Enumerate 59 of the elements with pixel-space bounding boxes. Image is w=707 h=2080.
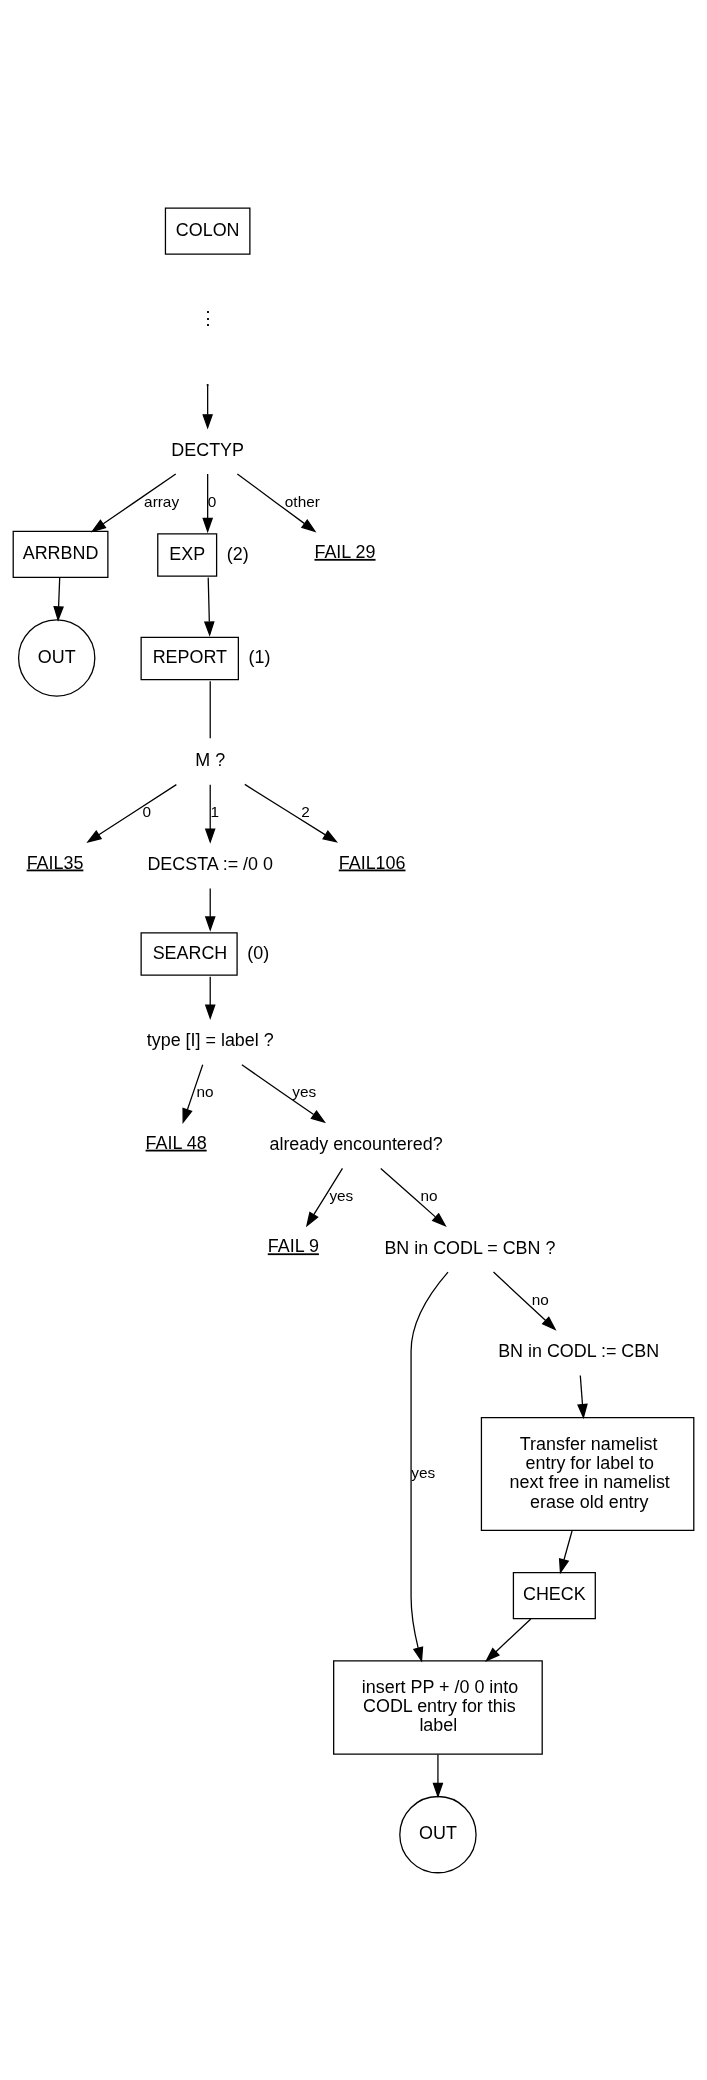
edge-label: 0 <box>207 492 217 510</box>
arrow <box>558 1529 573 1574</box>
arrow <box>203 576 215 637</box>
edge-label: 1 <box>210 802 219 820</box>
node-text: already encountered? <box>269 1133 443 1154</box>
node-text: FAIL 9 <box>267 1235 319 1256</box>
arrow <box>182 1063 204 1124</box>
node-text: FAIL106 <box>338 852 406 873</box>
arrow <box>241 1063 327 1123</box>
node-text: M ? <box>195 749 226 770</box>
node-text: DECTYP <box>171 439 244 460</box>
arrow <box>236 472 317 532</box>
node-box: ARRBND <box>12 530 109 578</box>
arrow <box>53 576 64 622</box>
arrow <box>577 1374 588 1419</box>
node-text: type [I] = label ? <box>146 1029 274 1050</box>
node-text: FAIL 48 <box>145 1132 207 1153</box>
edge-label: no <box>531 1290 549 1308</box>
node-circle: OUT <box>17 618 96 697</box>
node-box: COLON <box>164 207 251 255</box>
arrow <box>492 1270 557 1331</box>
node-text: FAIL35 <box>26 852 84 873</box>
node-box: CHECK <box>512 1571 596 1619</box>
node-text: DECSTA := /0 0 <box>147 853 273 874</box>
edge-label: array <box>144 492 180 510</box>
edge-label: other <box>284 492 320 510</box>
arrow <box>380 1167 447 1227</box>
arrow <box>204 887 216 932</box>
arrow <box>305 1167 344 1227</box>
connector <box>209 680 211 739</box>
node-text: BN in CODL = CBN ? <box>384 1237 556 1258</box>
edge-label: 0 <box>142 802 152 820</box>
node-text: BN in CODL := CBN <box>498 1340 660 1361</box>
label: ⋮ <box>198 307 217 328</box>
node-box: REPORT <box>140 636 239 680</box>
edge-label: no <box>420 1186 438 1204</box>
arrow <box>204 783 216 844</box>
arrow <box>244 783 338 843</box>
arrow <box>432 1753 444 1798</box>
arrow <box>202 472 214 533</box>
node-box: EXP <box>157 532 218 577</box>
arrow <box>90 472 177 532</box>
node-label: (1) <box>248 646 271 667</box>
arrow <box>485 1617 532 1662</box>
node-box: SEARCH <box>140 931 238 976</box>
node-label: (0) <box>247 942 270 963</box>
edge-label: yes <box>329 1186 354 1204</box>
arrow <box>410 1270 449 1662</box>
edge-label: 2 <box>301 802 310 820</box>
node-box: Transfer namelist entry for label to next free in namelist erase old entry <box>480 1416 695 1531</box>
arrow <box>86 783 177 843</box>
node-circle: OUT <box>399 1795 477 1873</box>
edge-label: yes <box>292 1082 317 1100</box>
arrow <box>204 975 216 1020</box>
node-label: (2) <box>226 543 249 564</box>
node-text: FAIL 29 <box>314 541 376 562</box>
edge-label: no <box>196 1082 214 1100</box>
arrow <box>202 384 214 430</box>
node-box: insert PP + /0 0 into CODL entry for this label <box>333 1659 543 1755</box>
